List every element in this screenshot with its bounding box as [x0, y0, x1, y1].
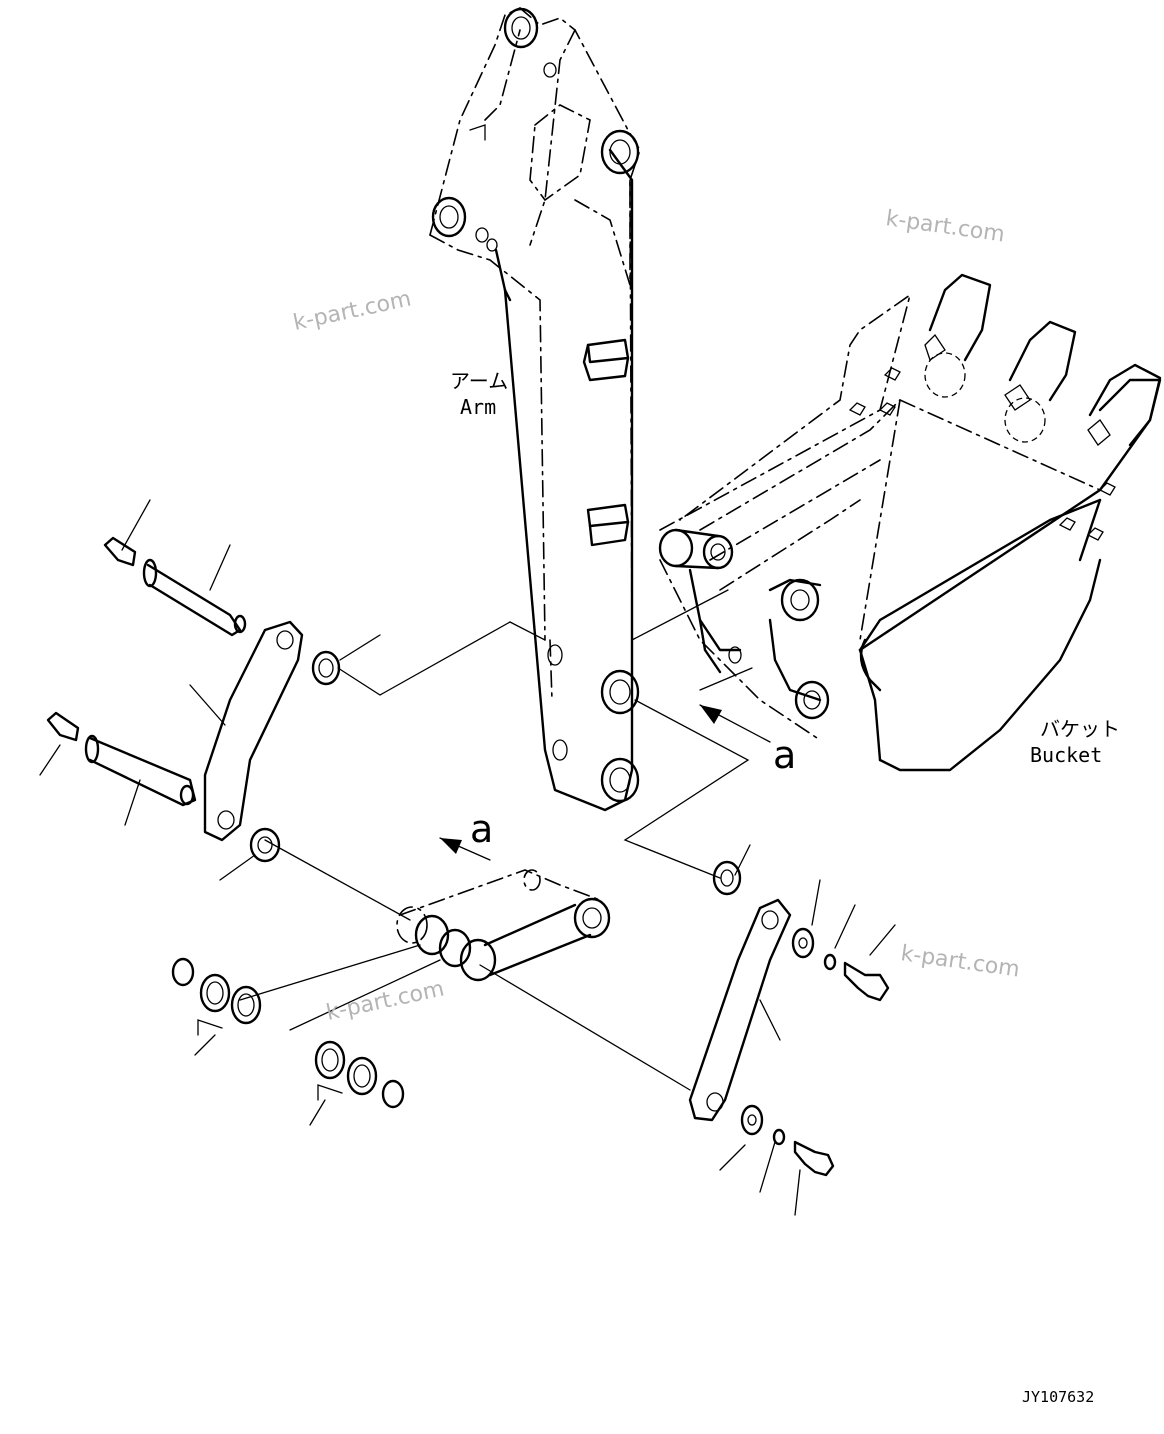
upper-pin [142, 558, 247, 637]
bolts-lower [740, 1104, 835, 1177]
watermark: k-part.com [291, 287, 413, 336]
right-link [688, 898, 792, 1122]
left-link [203, 620, 304, 842]
watermark: k-part.com [899, 941, 1021, 982]
h-link [396, 869, 611, 982]
lower-grease-fitting [46, 711, 80, 742]
bolts-upper [791, 927, 890, 1002]
arm-label-jp: アーム [450, 369, 508, 393]
watermark: k-part.com [324, 977, 446, 1026]
bucket [658, 273, 1162, 772]
leader-lines [39, 499, 896, 1216]
washers [171, 650, 742, 1109]
lower-pin [84, 734, 197, 807]
bucket-label-en: Bucket [1030, 743, 1102, 767]
view-a-label-bucket: a [773, 733, 796, 777]
upper-grease-fitting [103, 536, 137, 567]
arm [429, 7, 641, 812]
bucket-label-jp: バケット [1040, 717, 1120, 741]
view-a-label-hlink: a [470, 807, 493, 851]
view-arrows [439, 704, 771, 861]
arm-label-en: Arm [460, 395, 496, 419]
watermark: k-part.com [884, 206, 1006, 247]
drawing-code: JY107632 [1022, 1388, 1094, 1406]
